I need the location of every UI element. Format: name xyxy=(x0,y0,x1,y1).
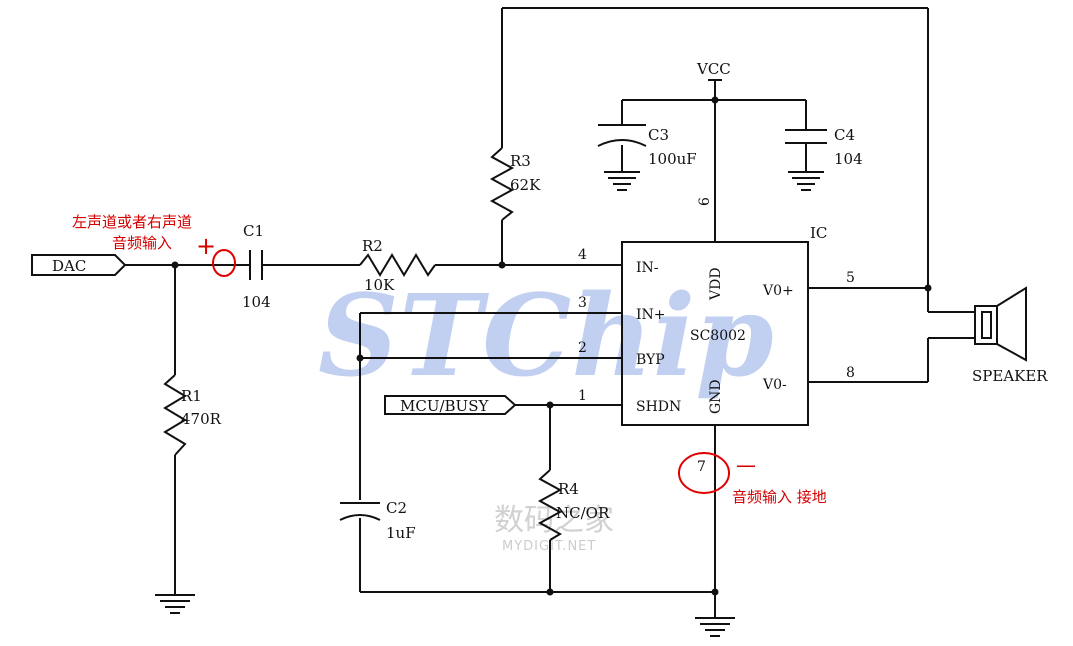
r1-ref: R1 xyxy=(181,387,202,405)
pin-number-8: 8 xyxy=(846,365,855,381)
annotation-plus-mark: + xyxy=(196,232,216,260)
c1-ref: C1 xyxy=(243,222,264,240)
pin-number-6: 6 xyxy=(697,197,713,206)
dac-label: DAC xyxy=(52,257,86,275)
ground-r1 xyxy=(155,594,195,614)
pin-number-7: 7 xyxy=(697,459,706,475)
r4-value: NC/OR xyxy=(556,504,610,522)
dac-port: DAC xyxy=(31,254,127,276)
c3-value: 100uF xyxy=(648,150,697,168)
watermark-brand: STChip xyxy=(318,271,774,402)
ground-main xyxy=(695,617,735,637)
ground-c3 xyxy=(604,171,640,191)
mcu-busy-label: MCU/BUSY xyxy=(400,397,489,415)
c3-capacitor: C3 100uF xyxy=(597,124,697,168)
c1-value: 104 xyxy=(242,293,271,311)
c1-capacitor: C1 104 xyxy=(242,222,271,311)
c3-ref: C3 xyxy=(648,126,669,144)
vcc-supply: VCC xyxy=(696,60,731,81)
pin-label-gnd: GND xyxy=(708,379,724,414)
ic-sc8002: IC SC8002 IN- IN+ BYP SHDN V0+ V0- VDD G… xyxy=(578,197,855,475)
annotation-circle-c1 xyxy=(212,249,236,277)
junctions xyxy=(171,96,932,596)
speaker: SPEAKER xyxy=(972,286,1048,385)
c4-capacitor: C4 104 xyxy=(785,126,863,168)
annotation-minus-mark: — xyxy=(736,453,756,477)
pin-label-vo-plus: V0+ xyxy=(762,283,794,299)
pin-number-1: 1 xyxy=(578,388,587,404)
r4-ref: R4 xyxy=(558,480,579,498)
r2-value: 10K xyxy=(364,276,395,294)
r2-ref: R2 xyxy=(362,237,383,255)
pin-label-shdn: SHDN xyxy=(636,399,681,415)
c2-value: 1uF xyxy=(386,524,416,542)
annotation-input-line2: 音频输入 xyxy=(112,234,172,252)
c2-capacitor: C2 1uF xyxy=(339,499,416,542)
annotation-gnd-note: 音频输入 接地 xyxy=(732,488,827,506)
r3-resistor: R3 62K xyxy=(489,147,541,221)
r1-value: 470R xyxy=(181,410,222,428)
annotations: 左声道或者右声道 音频输入 + — 音频输入 接地 xyxy=(72,213,827,506)
pin-label-vo-minus: V0- xyxy=(762,377,787,393)
pin-label-in-plus: IN+ xyxy=(636,307,666,323)
annotation-input-line1: 左声道或者右声道 xyxy=(72,213,192,231)
pin-number-2: 2 xyxy=(578,340,587,356)
r3-ref: R3 xyxy=(510,152,531,170)
pin-number-4: 4 xyxy=(578,247,587,263)
r2-resistor: R2 10K xyxy=(359,237,436,294)
watermark-site-url: MYDIGIT.NET xyxy=(502,539,596,554)
wires xyxy=(125,7,975,618)
r3-value: 62K xyxy=(510,176,541,194)
c2-ref: C2 xyxy=(386,499,407,517)
vcc-label: VCC xyxy=(696,60,731,78)
pin-number-5: 5 xyxy=(846,270,855,286)
r4-resistor: R4 NC/OR xyxy=(537,469,610,541)
pin-label-in-minus: IN- xyxy=(636,260,659,276)
pin-label-vdd: VDD xyxy=(708,267,724,301)
ic-part: SC8002 xyxy=(690,328,746,344)
c4-value: 104 xyxy=(834,150,863,168)
pin-number-3: 3 xyxy=(578,295,587,311)
speaker-label: SPEAKER xyxy=(972,367,1048,385)
c4-ref: C4 xyxy=(834,126,855,144)
ic-ref: IC xyxy=(810,224,827,242)
pin-label-byp: BYP xyxy=(636,352,665,368)
ground-c4 xyxy=(788,171,824,191)
mcu-busy-port: MCU/BUSY xyxy=(384,395,517,415)
annotation-circle-pin7 xyxy=(678,452,730,494)
r1-resistor: R1 470R xyxy=(163,374,222,456)
